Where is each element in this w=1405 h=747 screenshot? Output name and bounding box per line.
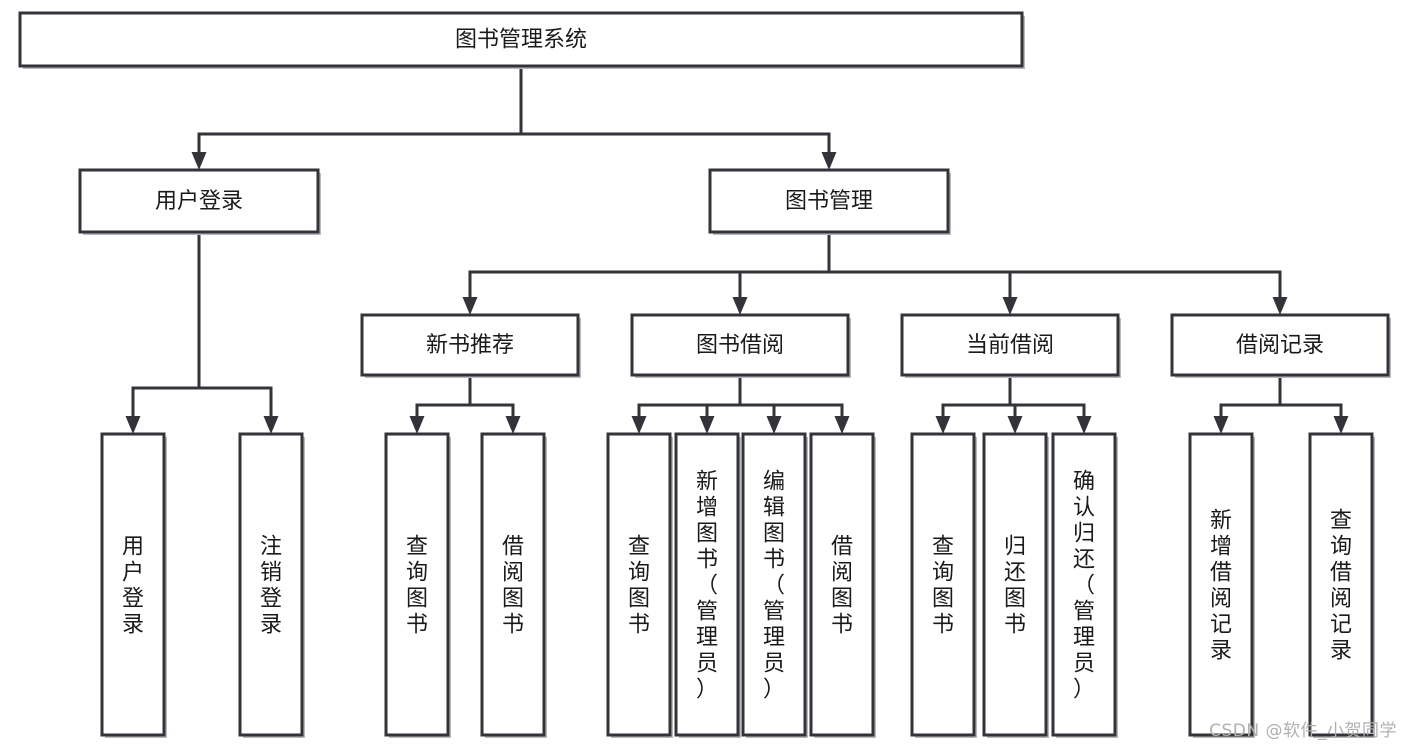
node-box[interactable]: [18, 11, 1024, 68]
node-box[interactable]: [982, 432, 1048, 737]
node-label: 新书推荐: [426, 333, 514, 358]
edge-l2_newbook-to-l3_nb_query: [409, 375, 472, 434]
node-box[interactable]: [78, 168, 320, 234]
arrow-head-icon: [1333, 416, 1349, 434]
edge-root-to-l1_user: [191, 66, 523, 170]
node-label: 查询借阅记录: [1330, 509, 1352, 664]
node-label: 借阅图书: [831, 535, 853, 638]
arrow-head-icon: [1002, 297, 1018, 315]
arrow-head-icon: [263, 416, 279, 434]
node-box[interactable]: [384, 432, 450, 737]
node-l3-user-login[interactable]: 用户登录: [100, 432, 167, 738]
arrow-head-icon: [732, 297, 748, 315]
node-l3-cu-query[interactable]: 查询图书: [910, 432, 977, 738]
node-box[interactable]: [708, 168, 950, 234]
watermark-text: CSDN @软件_小贺同学: [1209, 721, 1397, 741]
node-box[interactable]: [100, 432, 166, 737]
node-l3-bo-add[interactable]: 新增图书（管理员）: [674, 432, 741, 738]
node-l3-cu-confirm[interactable]: 确认归还（管理员）: [1051, 432, 1118, 738]
node-label: 新增借阅记录: [1210, 509, 1232, 664]
node-l1-book[interactable]: 图书管理: [708, 168, 951, 235]
arrow-head-icon: [821, 152, 837, 170]
edge-l2_current-to-l3_cu_query: [935, 375, 1012, 434]
node-l2-record[interactable]: 借阅记录: [1170, 313, 1391, 378]
node-l2-newbook[interactable]: 新书推荐: [360, 313, 581, 378]
edge-l2_borrow-to-l3_bo_add: [699, 375, 742, 434]
edge-l1_book-to-l2_record: [827, 232, 1288, 315]
arrow-head-icon: [631, 416, 647, 434]
node-layer: 图书管理系统用户登录图书管理新书推荐图书借阅当前借阅借阅记录用户登录注销登录查询…: [18, 11, 1391, 738]
edge-l1_user-to-l3_user_logout: [197, 232, 279, 434]
arrow-head-icon: [505, 416, 521, 434]
node-box[interactable]: [1188, 432, 1254, 737]
arrow-head-icon: [409, 416, 425, 434]
node-l3-bo-edit[interactable]: 编辑图书（管理员）: [741, 432, 808, 738]
node-label: 新增图书（管理员）: [696, 470, 718, 703]
node-box[interactable]: [674, 432, 740, 737]
edge-l1_user-to-l3_user_login: [125, 232, 201, 434]
node-box[interactable]: [238, 432, 304, 737]
arrow-head-icon: [191, 152, 207, 170]
node-label: 借阅记录: [1236, 333, 1324, 358]
edge-l2_current-to-l3_cu_confirm: [1008, 375, 1092, 434]
node-label: 查询图书: [628, 535, 650, 638]
node-box[interactable]: [910, 432, 976, 737]
node-l3-re-query[interactable]: 查询借阅记录: [1308, 432, 1375, 738]
arrow-head-icon: [766, 416, 782, 434]
node-l3-bo-borrow[interactable]: 借阅图书: [809, 432, 876, 738]
node-l3-nb-borrow[interactable]: 借阅图书: [480, 432, 547, 738]
node-l3-bo-query[interactable]: 查询图书: [606, 432, 673, 738]
node-box[interactable]: [809, 432, 875, 737]
node-label: 用户登录: [122, 535, 144, 638]
arrow-head-icon: [834, 416, 850, 434]
arrow-head-icon: [699, 416, 715, 434]
edge-l2_record-to-l3_re_add: [1213, 375, 1282, 434]
edge-l2_newbook-to-l3_nb_borrow: [468, 375, 521, 434]
edge-l1_book-to-l2_borrow: [732, 232, 831, 315]
node-box[interactable]: [630, 313, 850, 377]
node-box[interactable]: [480, 432, 546, 737]
edge-l2_borrow-to-l3_bo_borrow: [738, 375, 850, 434]
arrow-head-icon: [1272, 297, 1288, 315]
arrow-head-icon: [1076, 416, 1092, 434]
node-l3-user-logout[interactable]: 注销登录: [238, 432, 305, 738]
node-label: 查询图书: [406, 535, 428, 638]
node-l2-borrow[interactable]: 图书借阅: [630, 313, 851, 378]
arrow-head-icon: [1213, 416, 1229, 434]
node-box[interactable]: [606, 432, 672, 737]
arrow-head-icon: [462, 297, 478, 315]
arrow-head-icon: [125, 416, 141, 434]
node-label: 当前借阅: [966, 333, 1054, 358]
node-box[interactable]: [360, 313, 580, 377]
node-l1-user[interactable]: 用户登录: [78, 168, 321, 235]
node-label: 图书借阅: [696, 333, 784, 358]
node-box[interactable]: [900, 313, 1120, 377]
node-label: 用户登录: [155, 189, 243, 214]
edge-root-to-l1_book: [519, 66, 837, 170]
node-label: 查询图书: [932, 535, 954, 638]
node-l3-nb-query[interactable]: 查询图书: [384, 432, 451, 738]
node-l3-cu-return[interactable]: 归还图书: [982, 432, 1049, 738]
node-root[interactable]: 图书管理系统: [18, 11, 1025, 69]
node-box[interactable]: [1308, 432, 1374, 737]
node-label: 编辑图书（管理员）: [763, 470, 785, 703]
node-box[interactable]: [1051, 432, 1117, 737]
node-label: 图书管理: [785, 189, 873, 214]
edge-layer: [125, 66, 1349, 434]
node-box[interactable]: [1170, 313, 1390, 377]
node-label: 确认归还（管理员）: [1073, 470, 1095, 703]
node-label: 注销登录: [260, 535, 282, 638]
arrow-head-icon: [935, 416, 951, 434]
node-l3-re-add[interactable]: 新增借阅记录: [1188, 432, 1255, 738]
node-label: 图书管理系统: [455, 28, 587, 53]
node-label: 归还图书: [1004, 535, 1026, 638]
node-box[interactable]: [741, 432, 807, 737]
arrow-head-icon: [1007, 416, 1023, 434]
node-l2-current[interactable]: 当前借阅: [900, 313, 1121, 378]
node-label: 借阅图书: [502, 535, 524, 638]
edge-l2_record-to-l3_re_query: [1278, 375, 1349, 434]
